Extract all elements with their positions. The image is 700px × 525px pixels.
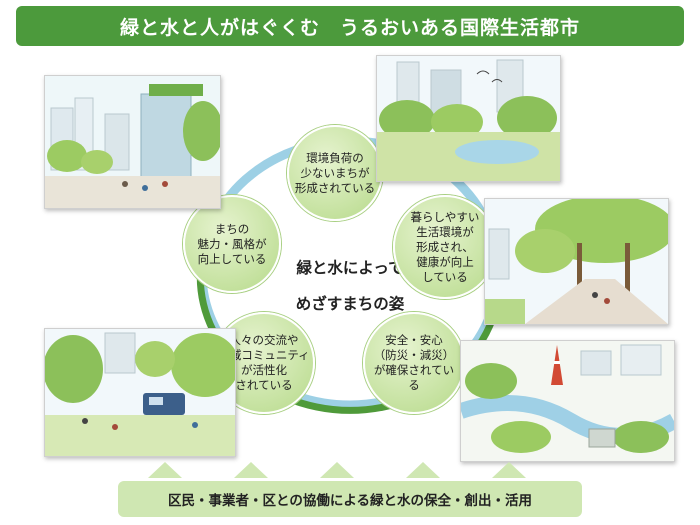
up-arrow-3 — [320, 462, 354, 478]
page-title: 緑と水と人がはぐくむ うるおいある国際生活都市 — [16, 6, 684, 46]
node-livable-healthy: 暮らしやすい 生活環境が 形成され、 健康が向上 している — [393, 195, 497, 299]
node-town-attractiveness: まちの 魅力・風格が 向上している — [183, 195, 281, 293]
node-safety-disaster-prevention: 安全・安心 （防災・減災） が確保されてい る — [363, 312, 465, 414]
up-arrow-5 — [492, 462, 526, 478]
illustration-park-event — [44, 328, 236, 457]
center-label: 緑と水によって めざすまちの姿 — [295, 259, 405, 313]
node-low-environmental-load: 環境負荷の 少ないまちが 形成されている — [287, 125, 383, 221]
node-community-exchange: 人々の交流や 地域コミュニティ が活性化 されている — [213, 312, 315, 414]
up-arrow-2 — [234, 462, 268, 478]
up-arrow-4 — [406, 462, 440, 478]
up-arrow-1 — [148, 462, 182, 478]
illustration-tree-boulevard — [484, 198, 669, 325]
footer-collaboration-bar: 区民・事業者・区との協働による緑と水の保全・創出・活用 — [118, 481, 582, 517]
illustration-riverside-tower — [460, 340, 675, 462]
illustration-street-buildings — [44, 75, 221, 209]
illustration-park-pond — [376, 55, 561, 182]
